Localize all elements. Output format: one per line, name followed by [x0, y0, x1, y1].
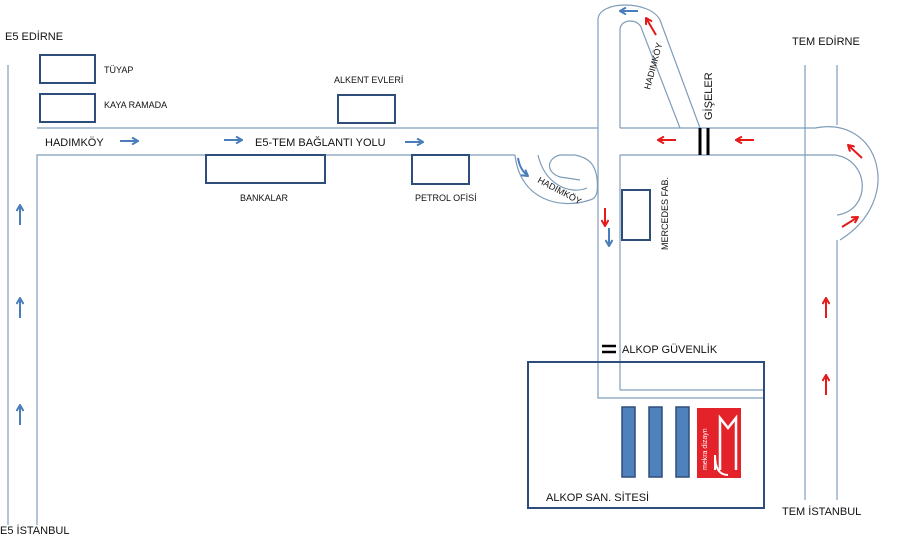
tem-istanbul-label: TEM İSTANBUL — [782, 505, 861, 518]
alkent-evleri-label: ALKENT EVLERİ — [334, 75, 403, 85]
arrow-red-icon — [646, 18, 657, 36]
logo-text: mekra dizayn — [702, 428, 709, 470]
access-road-inside-site — [597, 389, 764, 399]
hadimkoy-loop-ramp — [514, 154, 599, 205]
red-route-arrows — [605, 18, 863, 395]
bankalar-label: BANKALAR — [240, 193, 289, 203]
tem-edirne-label: TEM EDİRNE — [792, 35, 860, 48]
roads — [7, 4, 879, 525]
petrol-ofisi-label: PETROL OFİSİ — [415, 193, 477, 203]
arrow-red-icon — [848, 145, 863, 159]
petrol-ofisi-building — [411, 154, 470, 185]
e5-istanbul-label: E5 İSTANBUL — [0, 524, 70, 537]
hadimkoy-ramp-label: HADIMKÖY — [642, 42, 664, 91]
tuyap-building — [39, 54, 96, 84]
site-buildings — [621, 406, 690, 478]
mercedes-building — [621, 189, 651, 241]
connection-road-east — [620, 127, 835, 156]
alkent-evleri-building — [337, 94, 396, 124]
site-building-1 — [621, 406, 636, 478]
hadimkoy-road-label: HADIMKÖY — [45, 137, 104, 149]
hadimkoy-hairpin-ramp — [597, 4, 701, 129]
tuyap-label: TÜYAP — [104, 65, 133, 75]
arrow-blue-icon — [517, 157, 528, 176]
site-building-2 — [648, 406, 663, 478]
tem-loop — [814, 126, 879, 241]
bankalar-building — [205, 154, 326, 184]
alkop-site-boundary — [527, 361, 765, 509]
kaya-ramada-building — [39, 93, 96, 123]
mekra-logo-icon: mekra dizayn — [697, 408, 741, 478]
kaya-ramada-label: KAYA RAMADA — [104, 100, 167, 110]
giseler-label: GİŞELER — [702, 72, 715, 120]
alkop-security-gate — [602, 344, 616, 354]
e5-road-right-edge — [36, 154, 200, 525]
alkop-site-label: ALKOP SAN. SİTESİ — [546, 491, 649, 504]
mercedes-label: MERCEDES FAB. — [660, 177, 670, 250]
toll-gate-marker — [698, 128, 710, 155]
site-building-3 — [675, 406, 690, 478]
connection-road-label: E5-TEM BAĞLANTI YOLU — [255, 136, 386, 149]
arrow-red-icon — [841, 217, 858, 228]
landmarks — [39, 54, 765, 509]
blue-route-arrows — [20, 11, 638, 425]
alkop-guvenlik-label: ALKOP GÜVENLİK — [622, 343, 718, 356]
e5-edirne-label: E5 EDİRNE — [5, 30, 63, 43]
